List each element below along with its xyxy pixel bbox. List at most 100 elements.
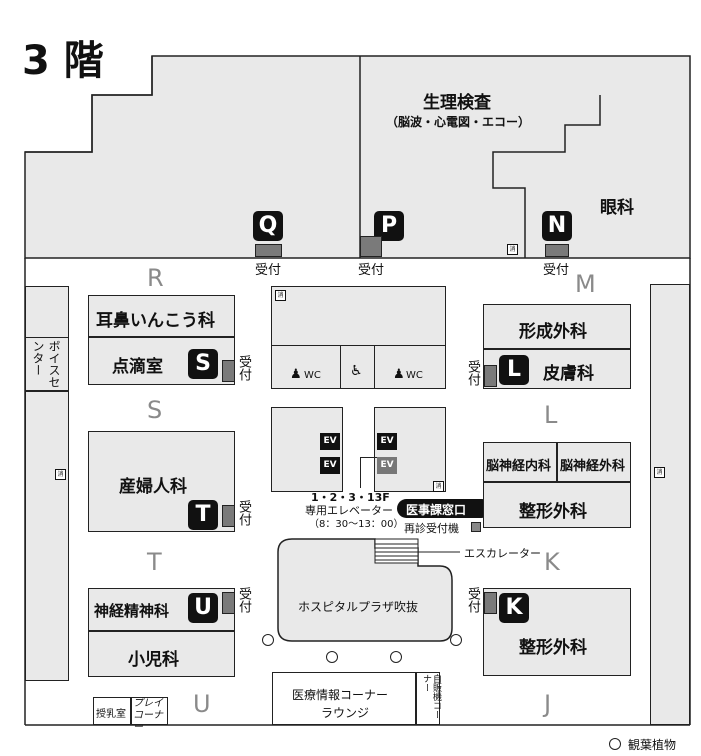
- person-icon: ♟: [393, 367, 405, 382]
- reception-desk-u: [222, 592, 235, 614]
- reception-desk-p: [360, 236, 382, 257]
- orthopedics-k-label: 整形外科: [519, 638, 587, 658]
- reception-desk-s: [222, 360, 235, 382]
- neurosurgery-room: [557, 442, 631, 482]
- elevator-pointer-line: [360, 457, 377, 488]
- medical-affairs-window[interactable]: [397, 499, 491, 518]
- plant-icon: [609, 738, 621, 750]
- west-strip-upper: [25, 286, 69, 338]
- wc-right-label: WC: [406, 370, 423, 381]
- psychiatry-label: 神経精神科: [94, 602, 170, 620]
- reception-label-t: 受付: [236, 500, 251, 526]
- nursing-label: 授乳室: [96, 709, 126, 720]
- plastic-surgery-label: 形成外科: [519, 322, 587, 342]
- reception-label-k: 受付: [465, 587, 480, 613]
- elevator-hours-label: （8：30〜13：00）: [309, 519, 404, 530]
- zone-s: S: [147, 396, 163, 424]
- restroom-divider: [271, 345, 446, 389]
- fire-extinguisher-icon: 消: [507, 244, 518, 255]
- nursing-room: [93, 697, 131, 725]
- zone-k: K: [544, 548, 560, 576]
- zone-r: R: [147, 264, 164, 292]
- orthopedics-l-label: 整形外科: [519, 502, 587, 522]
- badge-l: L: [499, 355, 529, 385]
- legend-foliage-label: 観葉植物: [628, 738, 677, 752]
- plant-icon: [262, 634, 274, 646]
- elevator-3[interactable]: EV: [377, 433, 397, 450]
- reception-desk-k: [484, 592, 497, 614]
- vending-room: [416, 672, 440, 725]
- reception-label-p: 受付: [358, 263, 385, 278]
- wc-cell-left: [271, 345, 341, 389]
- infusion-label: 点滴室: [112, 357, 163, 377]
- elevator-4[interactable]: EV: [377, 457, 397, 474]
- physiology-subtitle: （脳波・心電図・エコー）: [386, 115, 531, 129]
- ent-label: 耳鼻いんこう科: [96, 311, 215, 331]
- elevator-dedicated-label: 専用エレベーター: [305, 504, 393, 517]
- atrium-label: ホスピタルプラザ吹抜: [298, 600, 419, 614]
- plastic-surgery-room: [483, 304, 631, 349]
- badge-n: N: [542, 211, 572, 241]
- physiology-title: 生理検査: [423, 93, 491, 113]
- pediatrics-room: [88, 631, 235, 677]
- wc-left-label: WC: [304, 370, 321, 381]
- ent-room: [88, 295, 235, 337]
- dermatology-label: 皮膚科: [543, 364, 594, 384]
- voice-center-room: [25, 337, 69, 391]
- revisit-machine-label: 再診受付機: [404, 522, 459, 535]
- obgyn-label: 産婦人科: [119, 477, 187, 497]
- east-strip: [650, 284, 690, 725]
- zone-u: U: [193, 690, 211, 718]
- info-corner-label: 医療情報コーナー: [292, 688, 389, 702]
- zone-j: J: [544, 690, 552, 718]
- lounge-label: ラウンジ: [321, 706, 370, 720]
- revisit-machine-icon[interactable]: [471, 522, 481, 532]
- floor-title: 3 階: [22, 38, 104, 84]
- restroom-block: [271, 286, 446, 389]
- reception-label-n: 受付: [543, 263, 570, 278]
- elevator-floors-label: 1・2・3・13F: [311, 491, 390, 504]
- neuro-internal-room: [483, 442, 557, 482]
- badge-s: S: [188, 349, 218, 379]
- zone-l: L: [544, 401, 558, 429]
- escalator-label: エスカレーター: [464, 547, 541, 560]
- plant-icon: [450, 634, 462, 646]
- plant-icon: [326, 651, 338, 663]
- play-corner-room: [131, 697, 168, 725]
- badge-k: K: [499, 593, 529, 623]
- info-corner-room: [272, 672, 416, 725]
- person-icon: ♟: [290, 367, 302, 382]
- reception-desk-n: [545, 244, 569, 257]
- elevator-2[interactable]: EV: [320, 457, 340, 474]
- neurosurgery-label: 脳神経外科: [560, 459, 626, 474]
- vending-label: 自販機コーナー: [421, 674, 441, 719]
- badge-t: T: [188, 500, 218, 530]
- neuro-internal-label: 脳神経内科: [486, 459, 552, 474]
- reception-label-u: 受付: [236, 587, 251, 613]
- reception-desk-q: [255, 244, 282, 257]
- fire-extinguisher-icon: 消: [433, 481, 444, 492]
- fire-extinguisher-icon: 消: [275, 290, 286, 301]
- ophthalmology-label: 眼科: [600, 198, 634, 218]
- zone-m: M: [575, 270, 596, 298]
- pediatrics-label: 小児科: [128, 650, 179, 670]
- elevator-1[interactable]: EV: [320, 433, 340, 450]
- reception-label-s: 受付: [236, 355, 251, 381]
- plant-icon: [390, 651, 402, 663]
- west-strip-lower: [25, 391, 69, 681]
- wheelchair-icon: ♿: [350, 363, 363, 379]
- wc-cell-mid: [341, 345, 375, 389]
- badge-u: U: [188, 593, 218, 623]
- badge-q: Q: [253, 211, 283, 241]
- fire-extinguisher-icon: 消: [55, 469, 66, 480]
- fire-extinguisher-icon: 消: [654, 467, 665, 478]
- zone-t: T: [147, 548, 162, 576]
- reception-label-q: 受付: [255, 263, 282, 278]
- reception-desk-l: [484, 365, 497, 387]
- orthopedics-l-room: [483, 482, 631, 528]
- reception-desk-t: [222, 505, 235, 527]
- reception-label-l: 受付: [465, 360, 480, 386]
- play-corner-label: プレイコーナー: [133, 698, 163, 733]
